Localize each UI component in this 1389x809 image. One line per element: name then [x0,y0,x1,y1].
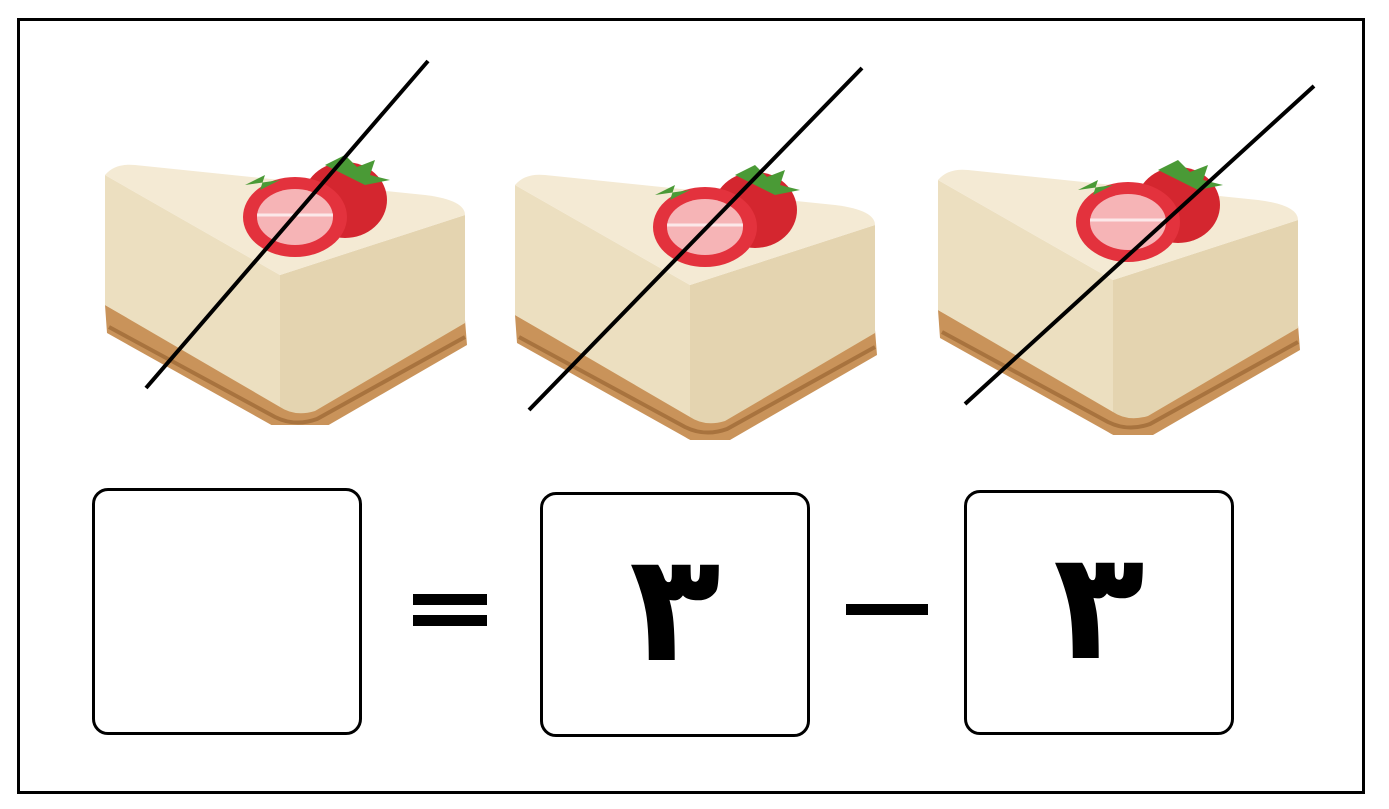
operand-right-value: ٣ [1053,519,1145,694]
operand-box-right: ٣ [964,490,1234,735]
operand-box-left: ٣ [540,492,810,737]
operand-left-value: ٣ [629,521,721,696]
cross-line-2 [527,66,864,412]
cross-line-1 [144,59,430,390]
answer-box[interactable] [92,488,362,735]
minus-sign-icon [846,604,928,615]
cross-line-3 [963,84,1316,406]
